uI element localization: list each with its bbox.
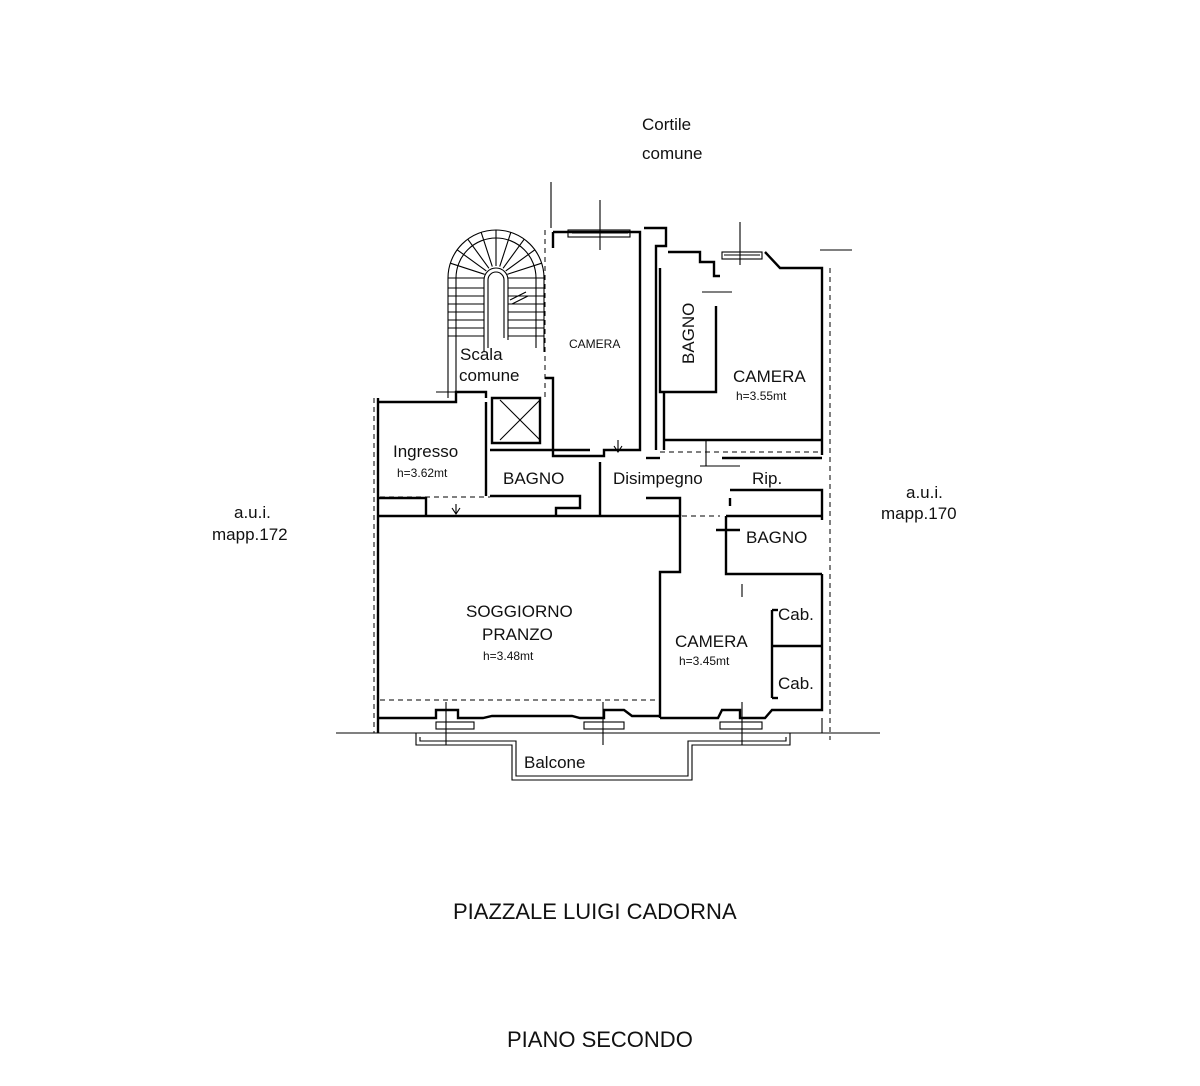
property-lines: [336, 182, 880, 745]
balcony-label: Balcone: [524, 753, 585, 772]
room-camera-right: CAMERA: [733, 367, 806, 386]
stair-tread: [456, 249, 487, 272]
stair-tread: [507, 262, 542, 275]
room-labels: CAMERA BAGNO CAMERA h=3.55mt Ingresso h=…: [393, 303, 814, 693]
room-disimpegno: Disimpegno: [613, 469, 703, 488]
street-title: PIAZZALE LUIGI CADORNA: [453, 899, 737, 924]
room-bagno-right: BAGNO: [746, 528, 807, 547]
outside-labels: Cortile comune Scala comune a.u.i. mapp.…: [212, 115, 957, 1052]
room-soggiorno-line1: SOGGIORNO: [466, 602, 573, 621]
stair-treads: [448, 230, 544, 337]
room-cabina-2: Cab.: [778, 674, 814, 693]
left-neighbor-line1: a.u.i.: [234, 503, 271, 522]
stair-tread: [467, 238, 490, 269]
floor-title: PIANO SECONDO: [507, 1027, 693, 1052]
room-camera-bottom: CAMERA: [675, 632, 748, 651]
stair-tread: [502, 238, 525, 269]
room-bagno-top: BAGNO: [679, 303, 698, 364]
room-ingresso: Ingresso: [393, 442, 458, 461]
balcony: [415, 733, 791, 781]
courtyard-label-line1: Cortile: [642, 115, 691, 134]
room-ingresso-height: h=3.62mt: [397, 466, 448, 480]
left-neighbor-line2: mapp.172: [212, 525, 288, 544]
stair-tread: [450, 262, 485, 275]
right-neighbor-line1: a.u.i.: [906, 483, 943, 502]
room-ripostiglio: Rip.: [752, 469, 782, 488]
room-soggiorno-height: h=3.48mt: [483, 649, 534, 663]
stair-tread: [505, 249, 536, 272]
room-camera-right-height: h=3.55mt: [736, 389, 787, 403]
stair-tread: [499, 232, 512, 267]
room-camera-top: CAMERA: [569, 337, 620, 351]
windows: [435, 229, 763, 730]
walls: [376, 226, 824, 733]
room-cabina-1: Cab.: [778, 605, 814, 624]
stair-label-line2: comune: [459, 366, 519, 385]
stair-tread: [480, 232, 493, 267]
stair-label-line1: Scala: [460, 345, 503, 364]
room-bagno-mid: BAGNO: [503, 469, 564, 488]
room-soggiorno-line2: PRANZO: [482, 625, 553, 644]
level-markers: [451, 291, 743, 597]
staircase: [447, 229, 545, 441]
room-camera-bottom-height: h=3.45mt: [679, 654, 730, 668]
right-neighbor-line2: mapp.170: [881, 504, 957, 523]
courtyard-label-line2: comune: [642, 144, 702, 163]
